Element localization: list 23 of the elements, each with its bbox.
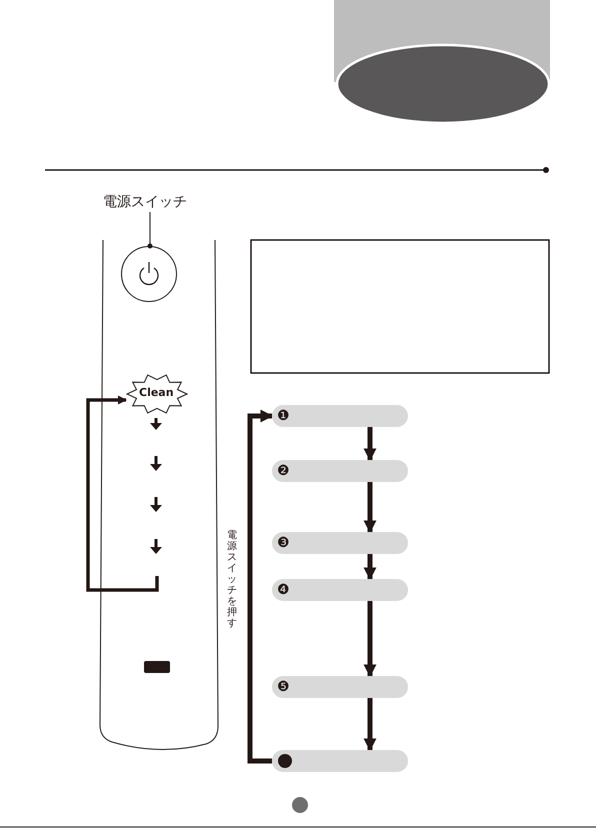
edge-label: 電源スイッチを押す: [227, 530, 238, 629]
step-bar: [272, 532, 408, 554]
arrow: [364, 698, 376, 752]
power-button: [121, 246, 177, 302]
step-bar: [272, 750, 408, 772]
step-bar: [272, 405, 408, 427]
arrow: [364, 482, 376, 534]
arrow: [364, 427, 376, 462]
part-label: 電源スイッチ: [103, 192, 199, 212]
step-bar: [272, 579, 408, 601]
step-number: ❹: [277, 581, 290, 599]
step-number: ❷: [277, 462, 290, 480]
leader-line: [148, 212, 152, 248]
mode-label: Clean: [139, 386, 174, 399]
arrow: [364, 554, 376, 580]
step-number: ❶: [277, 407, 290, 425]
step-number: ❸: [277, 534, 290, 552]
arrow: [364, 601, 376, 678]
step-bar: [272, 676, 408, 698]
arrow: [86, 395, 159, 592]
step-bar: [272, 460, 408, 482]
step-number: ❺: [277, 678, 290, 696]
arrow: [248, 410, 274, 764]
